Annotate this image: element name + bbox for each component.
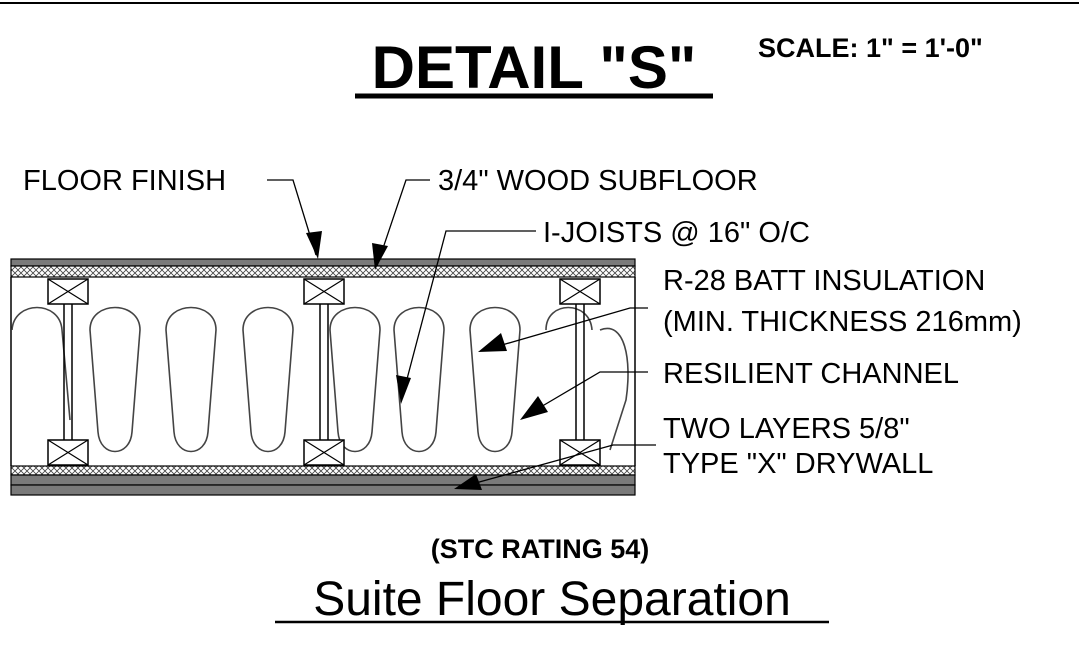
- batt-insulation: [11, 306, 629, 453]
- label-subfloor: 3/4" WOOD SUBFLOOR: [438, 165, 758, 197]
- arrow-floor-finish: [306, 231, 322, 259]
- scale-note: SCALE: 1" = 1'-0": [758, 33, 983, 63]
- arrow-joists: [396, 375, 411, 404]
- arrow-subfloor: [372, 243, 388, 270]
- arrow-drywall: [454, 474, 482, 490]
- label-insulation-1: R-28 BATT INSULATION: [663, 265, 985, 297]
- i-joist-2: [303, 278, 345, 466]
- arrow-insulation: [478, 333, 507, 352]
- assembly-name: Suite Floor Separation: [313, 573, 791, 626]
- resilient-channel-layer: [10, 465, 636, 476]
- leader-arrowheads: [306, 231, 548, 490]
- label-floor-finish: FLOOR FINISH: [23, 165, 226, 197]
- i-joist-1: [47, 278, 89, 466]
- leaders: [267, 179, 656, 485]
- floor-finish-layer: [10, 258, 636, 267]
- label-joists: I-JOISTS @ 16" O/C: [543, 217, 810, 249]
- floor-assembly: [10, 258, 636, 496]
- drywall-layer-1: [10, 474, 636, 486]
- detail-title: DETAIL "S": [372, 34, 697, 101]
- label-drywall-1: TWO LAYERS 5/8": [663, 413, 910, 445]
- subfloor-layer: [10, 265, 636, 278]
- i-joist-3: [559, 278, 601, 466]
- label-channel: RESILIENT CHANNEL: [663, 358, 959, 390]
- label-drywall-2: TYPE "X" DRYWALL: [663, 448, 933, 480]
- drywall-layer-2: [10, 484, 636, 496]
- label-insulation-2: (MIN. THICKNESS 216mm): [663, 306, 1022, 338]
- stc-rating: (STC RATING 54): [431, 534, 650, 564]
- arrow-channel: [520, 396, 548, 420]
